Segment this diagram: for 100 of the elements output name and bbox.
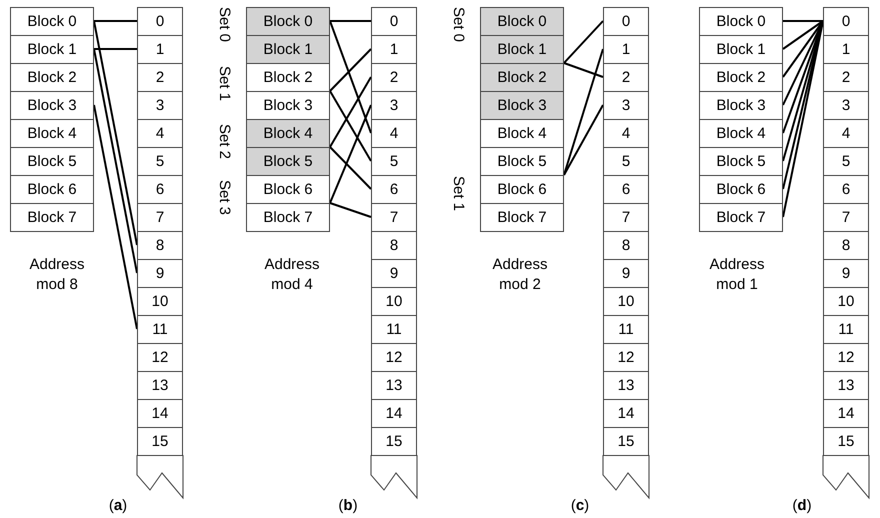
cache-block: Block 1 [699, 35, 783, 64]
address-label: Address mod 2 [491, 255, 549, 295]
mapping-line [93, 48, 138, 274]
memory-block: 9 [823, 259, 869, 288]
set-label: Set 0 [215, 7, 234, 44]
memory-block: 12 [137, 343, 183, 372]
cache-block: Block 0 [480, 7, 564, 36]
memory-block: 7 [371, 203, 417, 232]
memory-block: 15 [371, 427, 417, 456]
cache-block: Block 4 [480, 119, 564, 148]
cache-block: Block 5 [699, 147, 783, 176]
set-label: Set 1 [449, 176, 468, 214]
memory-block: 9 [603, 259, 649, 288]
mapping-line [330, 20, 371, 22]
cache-block: Block 0 [699, 7, 783, 36]
cache-block: Block 7 [699, 203, 783, 232]
set-label: Set 1 [215, 66, 234, 104]
memory-block: 6 [137, 175, 183, 204]
cache-block: Block 4 [699, 119, 783, 148]
memory-block: 14 [371, 399, 417, 428]
cache-block: Block 3 [10, 91, 94, 120]
address-label: Address mod 4 [263, 255, 321, 295]
memory-block: 10 [603, 287, 649, 316]
cache-block: Block 6 [246, 175, 330, 204]
memory-block: 14 [603, 399, 649, 428]
cache-block: Block 5 [10, 147, 94, 176]
memory-block: 2 [371, 63, 417, 92]
mapping-line [329, 146, 372, 190]
memory-block: 13 [137, 371, 183, 400]
memory-block: 14 [823, 399, 869, 428]
memory-block: 9 [371, 259, 417, 288]
memory-block: 2 [137, 63, 183, 92]
mapping-line [783, 20, 823, 22]
memory-block: 12 [371, 343, 417, 372]
memory-block: 3 [603, 91, 649, 120]
cache-block: Block 1 [246, 35, 330, 64]
cache-block: Block 7 [480, 203, 564, 232]
set-label: Set 3 [215, 180, 234, 218]
mapping-line [329, 48, 372, 92]
panel-caption: (d) [791, 496, 813, 516]
set-label: Set 0 [449, 7, 468, 44]
cache-block: Block 1 [480, 35, 564, 64]
cache-block: Block 3 [246, 91, 330, 120]
cache-block: Block 6 [699, 175, 783, 204]
memory-block: 5 [371, 147, 417, 176]
memory-block: 8 [137, 231, 183, 260]
memory-block: 11 [137, 315, 183, 344]
panel-caption: (c) [570, 496, 590, 516]
mapping-line [329, 104, 372, 204]
memory-block: 12 [603, 343, 649, 372]
memory-block: 10 [371, 287, 417, 316]
memory-block: 1 [603, 35, 649, 64]
memory-block: 1 [137, 35, 183, 64]
memory-block: 0 [371, 7, 417, 36]
memory-block: 3 [823, 91, 869, 120]
memory-block: 13 [603, 371, 649, 400]
mapping-line [329, 20, 372, 134]
cache-block: Block 5 [246, 147, 330, 176]
memory-block: 11 [371, 315, 417, 344]
memory-block: 9 [137, 259, 183, 288]
memory-block: 5 [823, 147, 869, 176]
memory-block: 12 [823, 343, 869, 372]
memory-block: 8 [823, 231, 869, 260]
memory-block: 11 [603, 315, 649, 344]
memory-block: 8 [603, 231, 649, 260]
cache-block: Block 4 [246, 119, 330, 148]
cache-block: Block 0 [10, 7, 94, 36]
mapping-line [563, 104, 604, 176]
mapping-line [94, 48, 137, 50]
memory-block: 1 [823, 35, 869, 64]
memory-block: 14 [137, 399, 183, 428]
cache-block: Block 7 [10, 203, 94, 232]
memory-block: 0 [137, 7, 183, 36]
set-label: Set 2 [215, 124, 234, 162]
memory-block: 15 [603, 427, 649, 456]
memory-block: 10 [823, 287, 869, 316]
cache-block: Block 6 [480, 175, 564, 204]
memory-block: 8 [371, 231, 417, 260]
mapping-line [330, 202, 372, 218]
panel-caption: (b) [337, 496, 359, 516]
memory-block: 6 [823, 175, 869, 204]
memory-block: 0 [823, 7, 869, 36]
cache-block: Block 2 [10, 63, 94, 92]
address-label: Address mod 1 [708, 255, 766, 295]
mapping-line [329, 76, 372, 148]
mapping-line [782, 20, 824, 50]
memory-block: 4 [823, 119, 869, 148]
memory-block: 5 [137, 147, 183, 176]
memory-block: 6 [603, 175, 649, 204]
cache-block: Block 0 [246, 7, 330, 36]
memory-block: 10 [137, 287, 183, 316]
memory-block: 7 [603, 203, 649, 232]
memory-block: 0 [603, 7, 649, 36]
cache-block: Block 7 [246, 203, 330, 232]
memory-block: 1 [371, 35, 417, 64]
memory-block: 6 [371, 175, 417, 204]
cache-block: Block 2 [699, 63, 783, 92]
memory-block: 4 [137, 119, 183, 148]
memory-block: 4 [371, 119, 417, 148]
cache-block: Block 6 [10, 175, 94, 204]
